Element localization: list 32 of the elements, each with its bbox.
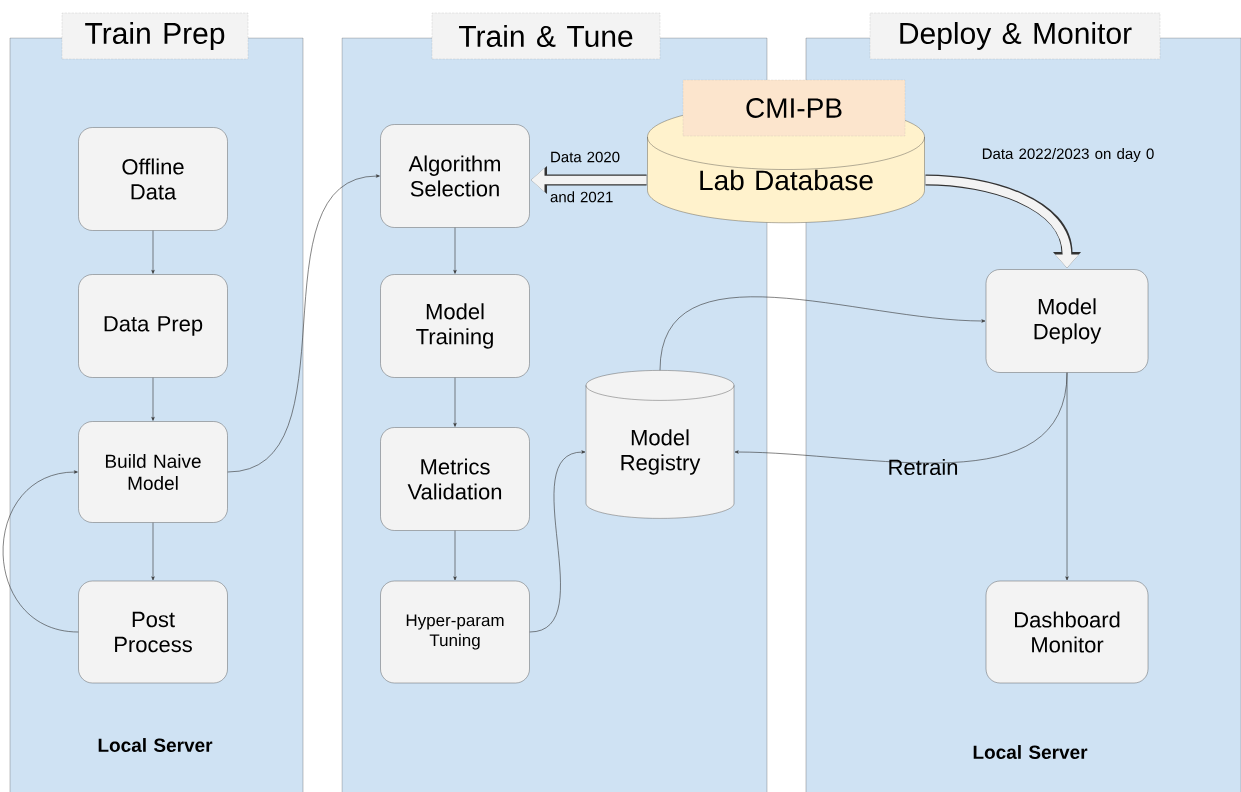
process-box: Metrics Validation — [380, 427, 530, 531]
process-box: Algorithm Selection — [380, 124, 530, 228]
arrow — [151, 522, 155, 581]
label-box: CMI-PB — [682, 79, 906, 137]
title-tab: Train & Tune — [431, 12, 661, 60]
database-cylinder: Model Registry — [585, 370, 735, 519]
arrow — [453, 530, 457, 581]
process-box: Hyper-param Tuning — [380, 580, 530, 684]
process-box: Model Training — [380, 274, 530, 378]
arrow — [227, 174, 380, 473]
title-tab: Deploy & Monitor — [869, 12, 1161, 60]
process-box: Post Process — [78, 580, 228, 684]
title-tab: Train Prep — [61, 12, 249, 60]
process-box: Data Prep — [78, 274, 228, 378]
process-box: Model Deploy — [985, 269, 1149, 373]
arrow — [659, 296, 986, 371]
edge-label: Retrain — [889, 458, 958, 476]
arrow — [151, 377, 155, 421]
arrow — [453, 227, 457, 274]
process-box: Dashboard Monitor — [985, 580, 1149, 684]
arrow — [1065, 372, 1069, 581]
panel-footer: Local Server — [98, 738, 213, 752]
panel-footer: Local Server — [973, 745, 1088, 759]
process-box: Offline Data — [78, 127, 228, 231]
arrow — [453, 377, 457, 427]
arrow — [2, 470, 79, 633]
arrow — [529, 450, 586, 633]
edge-label: Data 2020 and 2021 — [550, 151, 620, 203]
arrow — [151, 230, 155, 274]
edge-label: Data 2022/2023 on day 0 — [982, 148, 1154, 162]
block-arrow — [925, 174, 1082, 268]
process-box: Build Naive Model — [78, 421, 228, 523]
